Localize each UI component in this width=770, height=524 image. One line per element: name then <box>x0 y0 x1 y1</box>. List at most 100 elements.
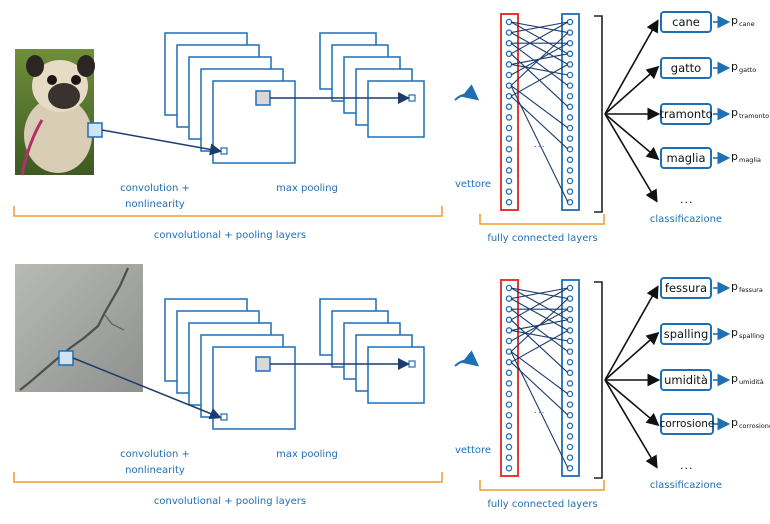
class-box-maglia: maglia <box>660 147 712 169</box>
classificazione-label: classificazione <box>649 214 723 225</box>
fc-connection <box>510 287 569 300</box>
vettore-node <box>505 390 513 398</box>
class-box-spalling: spalling <box>660 323 712 345</box>
fc-connection <box>510 329 569 342</box>
probability-maglia: pmaglia <box>731 150 761 164</box>
class-box-corrosione: corrosione <box>660 413 714 435</box>
vettore-node <box>505 177 513 185</box>
fc-node <box>566 39 574 47</box>
class-arrow <box>604 113 660 161</box>
vettore-node <box>505 327 513 334</box>
prob-symbol: p <box>731 416 738 429</box>
vettore-node <box>505 188 513 195</box>
vettore-node <box>505 156 513 164</box>
fc-node <box>566 124 574 132</box>
prob-subscript: gatto <box>738 66 757 74</box>
vettore-node <box>505 135 513 142</box>
vettore-node <box>505 124 513 132</box>
class-box-fessura: fessura <box>660 277 712 299</box>
prob-symbol: p <box>731 60 738 73</box>
conv-pool-layers-label: convolutional + pooling layers <box>153 496 307 507</box>
fc-right-bracket <box>594 15 603 213</box>
fc-node <box>566 433 574 440</box>
class-arrow <box>604 113 658 203</box>
vettore-node <box>505 61 513 68</box>
conv-pool-bracket <box>13 472 443 483</box>
vettore-node <box>505 401 513 408</box>
probability-corrosione: pcorrosione <box>731 416 770 430</box>
prob-subscript: spalling <box>738 332 765 340</box>
fc-connection <box>510 42 569 76</box>
prob-symbol: p <box>731 280 738 293</box>
fc-node <box>566 422 574 430</box>
vettore-node <box>505 18 513 26</box>
vettore-node <box>505 411 513 419</box>
fc-connection <box>510 308 569 342</box>
vettore-node <box>505 454 513 461</box>
fc-node <box>566 305 574 313</box>
vettore-node <box>505 380 513 387</box>
fc-connection <box>510 95 569 150</box>
vettore-node <box>505 114 513 121</box>
vettore-node <box>505 348 513 355</box>
fully-connected-label: fully connected layers <box>487 499 598 510</box>
fc-node <box>566 135 574 142</box>
conv-pool-bracket <box>13 206 443 217</box>
class-box-cane: cane <box>660 11 712 33</box>
prob-subscript: tramonto <box>738 112 770 120</box>
fc-connection <box>510 42 569 87</box>
fc-bracket <box>479 214 605 225</box>
vettore-node <box>505 284 513 292</box>
fc-node <box>566 103 574 111</box>
fc-bracket <box>479 480 605 491</box>
fc-connection <box>510 63 569 97</box>
probability-tramonto: ptramonto <box>731 106 769 120</box>
nonlinearity-label: nonlinearity <box>125 199 185 210</box>
vettore-node <box>505 198 513 206</box>
fc-node <box>566 114 574 121</box>
vettore-node <box>505 29 513 36</box>
fc-node <box>566 50 574 58</box>
input-patch <box>87 122 103 138</box>
prob-symbol: p <box>731 150 738 163</box>
vettore-node <box>505 443 513 451</box>
conv-arrow <box>101 129 222 156</box>
vettore-node <box>505 305 513 313</box>
fc-node <box>566 348 574 355</box>
vettore-column <box>500 13 519 211</box>
class-arrow <box>604 285 659 381</box>
vettore-node <box>505 295 513 302</box>
vettore-node <box>505 358 513 366</box>
fc-node <box>566 454 574 461</box>
conv-arrow <box>72 357 222 420</box>
input-patch <box>58 350 74 366</box>
prob-symbol: p <box>731 14 738 27</box>
more-classes-ellipsis: ... <box>680 193 694 206</box>
conv-target <box>220 147 228 155</box>
max-pooling-label: max pooling <box>276 183 338 194</box>
fc-node <box>566 327 574 334</box>
fc-node <box>566 337 574 345</box>
prob-subscript: maglia <box>738 156 762 164</box>
pool-feature-map <box>367 346 425 404</box>
pool-target <box>408 360 416 368</box>
more-classes-ellipsis: ... <box>680 459 694 472</box>
flow-arrow <box>454 84 480 101</box>
class-arrow <box>604 379 658 469</box>
fc-connection <box>510 298 569 331</box>
fc-node <box>566 188 574 195</box>
fc-node <box>566 369 574 377</box>
fc-node <box>566 92 574 100</box>
concrete-photo <box>15 264 143 392</box>
fc-connection <box>510 329 569 363</box>
fc-connection <box>510 308 569 353</box>
conv-target <box>220 413 228 421</box>
fc-connection <box>510 361 569 416</box>
fc-node <box>566 61 574 68</box>
fc-connection <box>510 287 569 321</box>
vettore-node <box>505 103 513 111</box>
pool-target <box>408 94 416 102</box>
pool-source <box>255 356 271 372</box>
fc-ellipsis: ... <box>534 140 546 150</box>
pool-source <box>255 90 271 106</box>
